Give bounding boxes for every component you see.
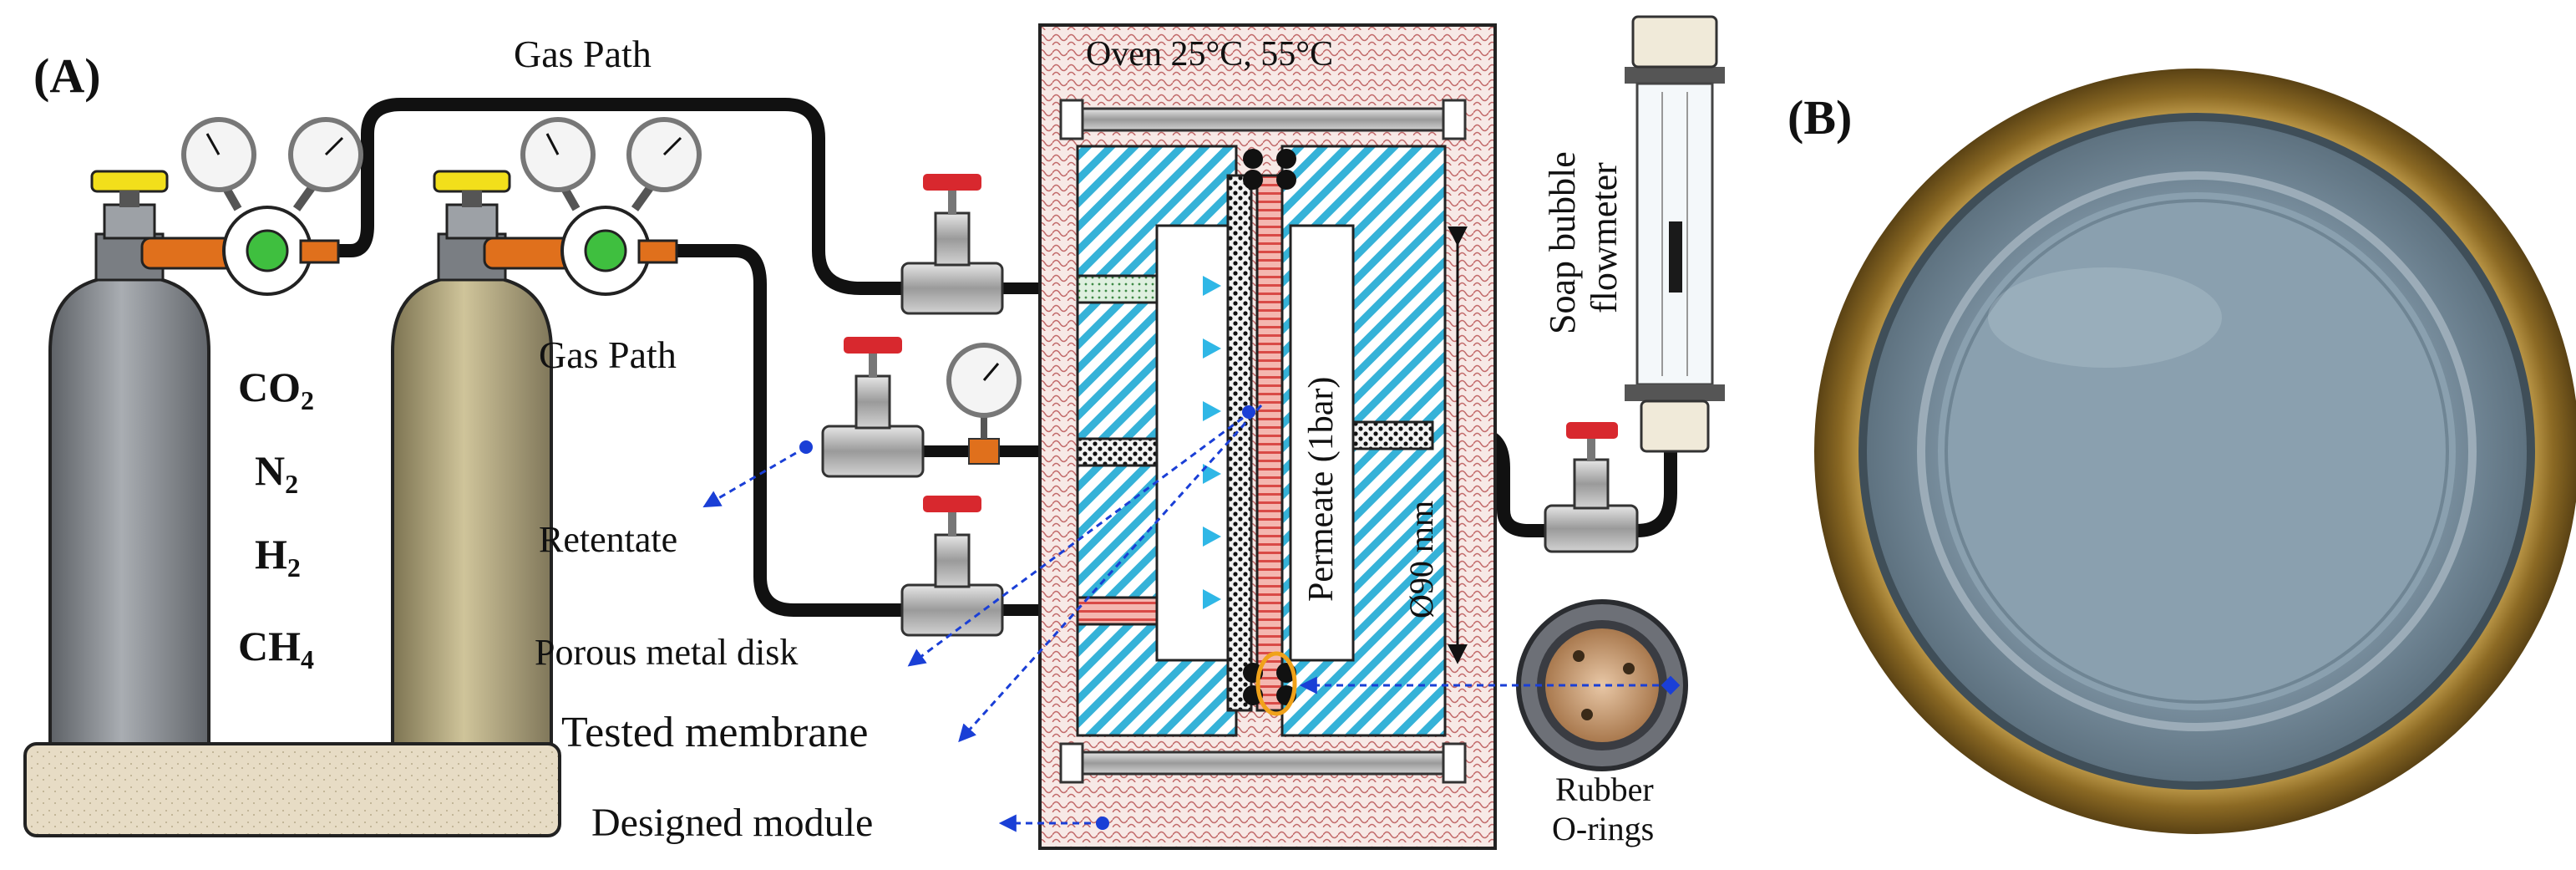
gas-list: CO2 N2 H2 CH4 xyxy=(238,364,314,674)
porous-metal-disk-label: Porous metal disk xyxy=(535,632,798,673)
panel-b-tag: (B) xyxy=(1787,90,1852,145)
oven-label: Oven 25°C, 55°C xyxy=(1086,35,1333,74)
membrane-module-photo xyxy=(1814,69,2576,834)
designed-module: Oven 25°C, 55°C xyxy=(1038,23,1497,850)
diameter-label: Ø90 mm xyxy=(1402,501,1440,618)
flowmeter-label-line1: Soap bubble xyxy=(1542,151,1583,334)
regulator-knob-icon xyxy=(246,229,289,272)
valve-handle-icon xyxy=(1566,422,1618,439)
tested-membrane xyxy=(1255,174,1284,712)
feed-chamber xyxy=(1155,224,1230,662)
regulator-knob-icon xyxy=(584,229,627,272)
o-rings-label-line2: O-rings xyxy=(1552,810,1654,847)
o-ring-icon xyxy=(1243,149,1263,169)
port-feed xyxy=(1076,274,1159,304)
o-ring-icon xyxy=(1243,170,1263,190)
valve-sweep xyxy=(900,496,1004,637)
o-ring-photo xyxy=(1516,599,1688,771)
o-ring-icon xyxy=(1276,149,1296,169)
valve-handle-icon xyxy=(844,337,902,354)
tested-membrane-label: Tested membrane xyxy=(561,709,868,756)
panel-a-tag: (A) xyxy=(33,48,101,103)
o-rings-label-line1: Rubber xyxy=(1555,771,1654,808)
valve-permeate xyxy=(1544,422,1639,553)
gas-label-co2: CO2 xyxy=(238,364,314,415)
port-retentate xyxy=(1076,437,1159,467)
port-sweep xyxy=(1076,596,1159,626)
cylinder-base xyxy=(23,742,561,837)
port-permeate xyxy=(1351,420,1434,450)
o-ring-highlight xyxy=(1255,651,1297,716)
valve-feed xyxy=(900,174,1004,315)
cylinder-valve-cap-icon xyxy=(90,170,169,193)
valve-handle-icon xyxy=(923,174,981,191)
porous-metal-disk xyxy=(1226,174,1253,712)
flowmeter-label-line2: flowmeter xyxy=(1584,162,1625,313)
regulator-left xyxy=(140,117,363,296)
gas-label-ch4: CH4 xyxy=(238,623,314,674)
designed-module-label: Designed module xyxy=(591,801,873,845)
gas-label-n2: N2 xyxy=(255,447,298,499)
permeate-label: Permeate (1bar) xyxy=(1302,377,1341,602)
tie-rod xyxy=(1076,750,1451,776)
gas-path-label-top: Gas Path xyxy=(514,33,652,75)
gas-path-label-mid: Gas Path xyxy=(539,333,677,376)
tie-rod xyxy=(1076,107,1451,132)
annotation-arrows xyxy=(702,404,1671,832)
feed-flow-arrows xyxy=(1203,276,1221,609)
o-ring-icon xyxy=(1276,170,1296,190)
annotation-dots xyxy=(799,405,1681,830)
gas-cylinder-right xyxy=(391,170,553,745)
valve-handle-icon xyxy=(923,496,981,512)
valve-retentate xyxy=(821,337,1022,478)
gas-label-h2: H2 xyxy=(255,531,301,583)
soap-bubble-flowmeter xyxy=(1625,15,1725,453)
regulator-right xyxy=(483,117,702,296)
retentate-label: Retentate xyxy=(539,519,677,560)
cylinder-valve-cap-icon xyxy=(433,170,511,193)
